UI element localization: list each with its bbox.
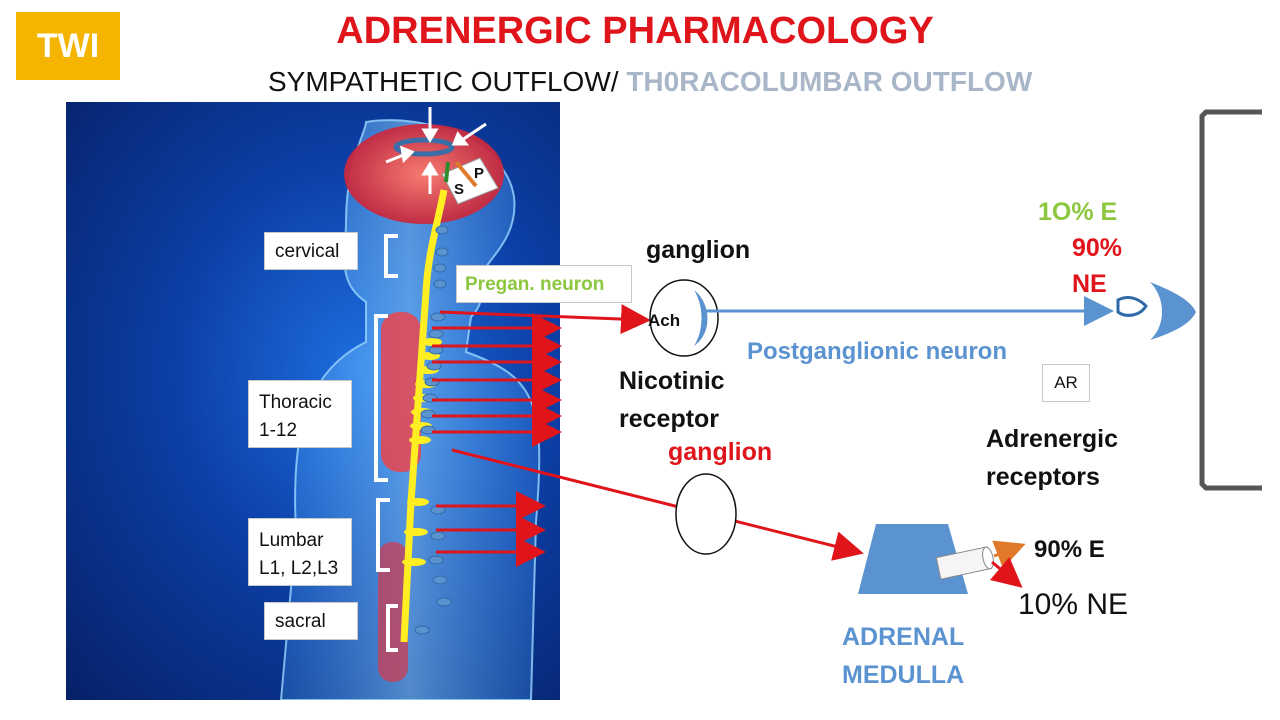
adrenergic-line2: receptors [986, 463, 1100, 491]
target-organ-bracket [1199, 109, 1262, 491]
label-thoracic: Thoracic 1-12 [248, 380, 352, 448]
norepinephrine-arrow [989, 557, 1023, 588]
subtitle: SYMPATHETIC OUTFLOW/ TH0RACOLUMBAR OUTFL… [268, 66, 1032, 98]
label-lumbar: Lumbar L1, L2,L3 [248, 518, 352, 586]
release-ne-pct-label: 90% [1072, 234, 1123, 262]
spinal-cord [400, 189, 448, 643]
sp-box: S P [441, 157, 499, 205]
medulla-ne-label: 10% NE [1018, 588, 1129, 621]
label-lumbar-line1: Lumbar [259, 530, 324, 551]
logo-badge: TWI [16, 12, 120, 80]
pregan-neuron-label: Pregan. neuron [456, 265, 632, 303]
adrenal-line2: MEDULLA [842, 661, 965, 689]
label-p: P [474, 165, 484, 182]
ach-label: Ach [648, 311, 680, 330]
adrenal-medulla-label: ADRENAL MEDULLA [842, 618, 964, 694]
adrenal-line1: ADRENAL [842, 623, 965, 651]
label-sacral: sacral [264, 602, 358, 640]
nicotinic-line2: receptor [619, 405, 720, 433]
epinephrine-arrow [992, 540, 1026, 569]
postganglionic-label: Postganglionic neuron [747, 338, 1008, 365]
target-receptor-icon [1116, 282, 1196, 340]
label-thoracic-line1: Thoracic [259, 392, 332, 413]
nicotinic-receptor-icon [694, 290, 708, 346]
spinal-nerves [402, 338, 442, 566]
sympathetic-chain [414, 225, 452, 635]
label-lumbar-line2: L1, L2,L3 [259, 558, 339, 579]
ganglion-bottom-circle [675, 473, 737, 555]
region-brackets [374, 234, 398, 652]
medulla-e-label: 90% E [1034, 536, 1105, 563]
ganglion-bottom-label: ganglion [668, 438, 773, 466]
label-thoracic-line2: 1-12 [259, 420, 298, 441]
brain-arrows [385, 107, 487, 194]
label-s: S [454, 181, 464, 198]
nicotinic-receptor-label: Nicotinic receptor [619, 362, 725, 438]
ganglion-top-label: ganglion [646, 236, 751, 264]
page-title: ADRENERGIC PHARMACOLOGY [336, 10, 934, 52]
subtitle-sympathetic: SYMPATHETIC OUTFLOW/ [268, 66, 627, 97]
release-e-label: 1O% E [1038, 198, 1118, 226]
ar-label: AR [1042, 364, 1090, 402]
subtitle-thoracolumbar: TH0RACOLUMBAR OUTFLOW [626, 66, 1033, 97]
outflow-arrows [432, 304, 864, 567]
release-ne-label: NE [1072, 270, 1107, 298]
nicotinic-line1: Nicotinic [619, 367, 725, 395]
spine-red-organs [378, 312, 421, 682]
adrenergic-line1: Adrenergic [986, 425, 1118, 453]
label-cervical: cervical [264, 232, 358, 270]
adrenergic-receptors-label: Adrenergic receptors [986, 420, 1118, 496]
